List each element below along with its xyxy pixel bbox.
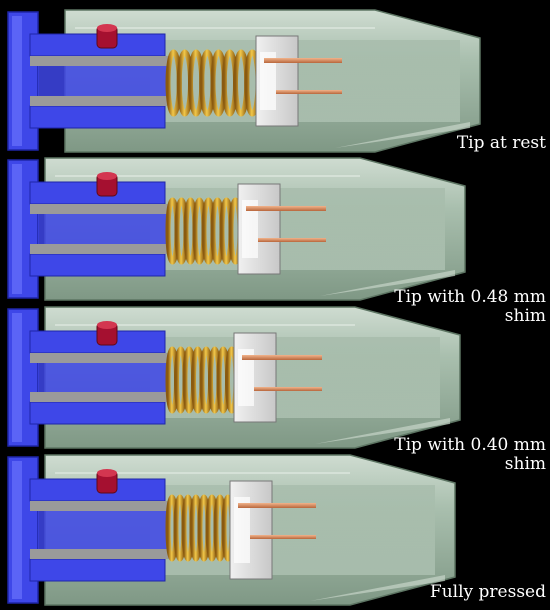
copper-pin-lower xyxy=(254,387,322,391)
copper-pin-upper xyxy=(264,58,342,63)
gray-sleeve-upper xyxy=(30,353,170,363)
copper-pin-lower xyxy=(258,238,326,242)
plunger-flange-highlight xyxy=(12,461,22,599)
plunger-stem-lower xyxy=(29,401,166,425)
contact-cap-face xyxy=(242,200,258,258)
gray-sleeve-upper xyxy=(30,204,170,214)
gray-sleeve-lower xyxy=(30,96,170,106)
copper-pin-lower xyxy=(276,90,342,94)
housing-chamfer xyxy=(335,122,470,148)
contact-cap-face xyxy=(234,497,250,563)
housing-chamfer xyxy=(310,575,445,601)
panel-3 xyxy=(7,306,461,449)
plunger-stem-lower xyxy=(29,558,166,582)
plunger-flange-highlight xyxy=(12,16,22,146)
seal-plug-top xyxy=(97,321,117,329)
plunger-core xyxy=(38,214,168,244)
gray-sleeve-upper xyxy=(30,501,170,511)
caption-line: Fully pressed xyxy=(429,582,546,602)
seal-plug-top xyxy=(97,172,117,180)
caption-line: shim xyxy=(504,306,546,326)
plunger-stem-lower xyxy=(29,253,166,277)
seal-plug-top xyxy=(97,469,117,477)
plunger-stem-lower xyxy=(29,105,166,129)
caption-line: Tip with 0.40 mm xyxy=(394,435,546,455)
housing-chamfer xyxy=(320,270,455,296)
panel-1 xyxy=(7,9,481,153)
panel-caption-1: Tip at rest xyxy=(457,134,546,153)
plunger-core xyxy=(38,66,168,96)
contact-cap-face xyxy=(238,349,254,406)
panel-caption-4: Fully pressed xyxy=(430,583,546,602)
gray-sleeve-lower xyxy=(30,392,170,402)
housing-chamfer xyxy=(315,418,450,444)
plunger-flange-highlight xyxy=(12,164,22,294)
plunger-flange-highlight xyxy=(12,313,22,442)
copper-pin-lower xyxy=(250,535,316,539)
caption-line: Tip at rest xyxy=(456,133,546,153)
panel-4 xyxy=(7,454,456,606)
caption-line: Tip with 0.48 mm xyxy=(394,287,546,307)
plunger-core xyxy=(38,363,168,392)
plunger-core xyxy=(38,511,168,549)
gray-sleeve-upper xyxy=(30,56,170,66)
gray-sleeve-lower xyxy=(30,244,170,254)
caption-line: shim xyxy=(504,454,546,474)
panel-2 xyxy=(7,157,466,301)
contact-cap-face xyxy=(260,52,276,110)
copper-pin-upper xyxy=(238,503,316,508)
gray-sleeve-lower xyxy=(30,549,170,559)
copper-pin-upper xyxy=(246,206,326,211)
seal-plug-top xyxy=(97,24,117,32)
copper-pin-upper xyxy=(242,355,322,360)
